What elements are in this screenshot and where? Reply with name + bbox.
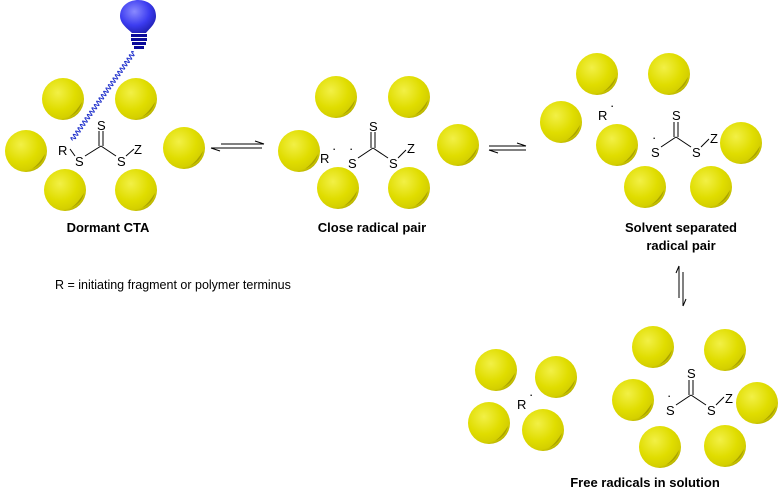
radical-dot: · <box>349 141 353 156</box>
solvent-sphere <box>540 101 582 143</box>
solvent-sphere <box>317 167 359 209</box>
solvent-sphere <box>115 78 157 120</box>
solvent-sphere <box>648 53 690 95</box>
radical-dot: · <box>610 98 614 113</box>
light-bulb-icon <box>120 0 156 49</box>
z-atom: Z <box>407 141 415 156</box>
solvent-sphere <box>468 402 510 444</box>
solvent-separated-molecules: R · S · S S Z <box>598 98 718 160</box>
solvent-sphere <box>315 76 357 118</box>
s-atom: S <box>707 403 716 418</box>
solvent-molecules <box>5 53 778 468</box>
solvent-sphere <box>115 169 157 211</box>
z-atom: Z <box>725 391 733 406</box>
s-atom: S <box>97 118 106 133</box>
s-atom: S <box>389 156 398 171</box>
s-atom: S <box>672 108 681 123</box>
solvent-sphere <box>163 127 205 169</box>
solvent-sphere <box>388 167 430 209</box>
caption-close-radical-pair: Close radical pair <box>318 220 426 235</box>
z-atom: Z <box>710 131 718 146</box>
solvent-sphere <box>624 166 666 208</box>
s-atom: S <box>687 366 696 381</box>
radical-dot: · <box>652 130 656 145</box>
s-atom: S <box>651 145 660 160</box>
solvent-sphere <box>42 78 84 120</box>
solvent-sphere <box>388 76 430 118</box>
s-atom: S <box>75 154 84 169</box>
solvent-sphere <box>278 130 320 172</box>
radical-dot: · <box>529 387 533 402</box>
s-atom: S <box>666 403 675 418</box>
caption-solvent-separated-line1: Solvent separated <box>625 220 737 235</box>
equilibrium-arrow-2 <box>488 142 527 154</box>
caption-dormant-cta: Dormant CTA <box>67 220 150 235</box>
solvent-sphere <box>475 349 517 391</box>
solvent-sphere <box>44 169 86 211</box>
radical-dot: · <box>667 388 671 403</box>
equilibrium-arrow-1 <box>210 140 265 152</box>
solvent-sphere <box>720 122 762 164</box>
equilibrium-arrow-3 <box>675 265 687 307</box>
photon-wave <box>70 50 135 141</box>
close-pair-molecule: R · S · S S Z <box>320 119 415 171</box>
caption-solvent-separated-line2: radical pair <box>646 238 715 253</box>
r-atom: R <box>598 108 607 123</box>
solvent-sphere <box>704 329 746 371</box>
solvent-sphere <box>690 166 732 208</box>
solvent-sphere <box>612 379 654 421</box>
solvent-sphere <box>704 425 746 467</box>
solvent-sphere <box>437 124 479 166</box>
solvent-sphere <box>5 130 47 172</box>
caption-free-radicals: Free radicals in solution <box>570 475 720 490</box>
dormant-cta-molecule: R S S S Z <box>58 118 142 169</box>
solvent-sphere <box>535 356 577 398</box>
z-atom: Z <box>134 142 142 157</box>
r-atom: R <box>58 143 67 158</box>
r-atom: R <box>517 397 526 412</box>
s-atom: S <box>369 119 378 134</box>
s-atom: S <box>692 145 701 160</box>
s-atom: S <box>348 156 357 171</box>
s-atom: S <box>117 154 126 169</box>
solvent-sphere <box>522 409 564 451</box>
free-radical-molecules: R · S · S S Z <box>517 366 733 418</box>
solvent-sphere <box>736 382 778 424</box>
solvent-sphere <box>639 426 681 468</box>
solvent-sphere <box>596 124 638 166</box>
legend-r-definition: R = initiating fragment or polymer termi… <box>55 278 291 292</box>
radical-dot: · <box>332 141 336 156</box>
solvent-sphere <box>632 326 674 368</box>
solvent-sphere <box>576 53 618 95</box>
r-atom: R <box>320 151 329 166</box>
